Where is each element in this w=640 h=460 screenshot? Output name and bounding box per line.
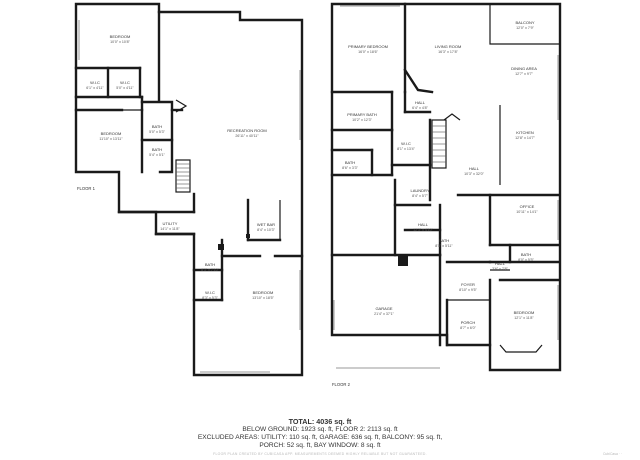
room-name-bath-6: BATH bbox=[521, 252, 531, 257]
room-name-bedroom-4: BEDROOM bbox=[514, 310, 535, 315]
room-dims-kitchen: 12'8" x 14'7" bbox=[515, 136, 535, 140]
room-dims-balcony: 12'0" x 7'9" bbox=[516, 26, 534, 30]
room-name-garage: GARAGE bbox=[375, 306, 392, 311]
room-name-kitchen: KITCHEN bbox=[516, 130, 534, 135]
room-name-wet-bar: WET BAR bbox=[257, 222, 275, 227]
room-name-wic-1: W.I.C bbox=[90, 80, 100, 85]
room-name-bedroom-2: BEDROOM bbox=[101, 131, 122, 136]
room-dims-hall-2: 10'3" x 32'0" bbox=[464, 172, 484, 176]
room-name-bath-5: BATH bbox=[439, 238, 449, 243]
room-dims-bath-1: 5'0" x 5'3" bbox=[149, 130, 165, 134]
room-dims-bath-4: 8'6" x 3'3" bbox=[342, 166, 358, 170]
room-dims-wet-bar: 8'4" x 10'3" bbox=[257, 228, 275, 232]
room-dims-bath-3: 8'3" x 7'10" bbox=[201, 268, 219, 272]
room-name-hall-4: HALL bbox=[495, 261, 506, 266]
room-dims-office: 10'11" x 14'1" bbox=[516, 210, 538, 214]
room-dims-primary-bath: 10'2" x 12'3" bbox=[352, 118, 372, 122]
room-name-primary-bedroom: PRIMARY BEDROOM bbox=[348, 44, 388, 49]
floor-2-plan: FLOOR 2 bbox=[330, 2, 562, 387]
room-dims-wic-4: 8'1" x 13'4" bbox=[397, 147, 415, 151]
room-dims-hall-1: 6'4" x 4'8" bbox=[412, 106, 428, 110]
room-name-bedroom-1: BEDROOM bbox=[110, 34, 131, 39]
room-dims-primary-bedroom: 16'0" x 18'6" bbox=[358, 50, 378, 54]
floor-1-label: FLOOR 1 bbox=[77, 186, 96, 191]
room-name-dining-area: DINING AREA bbox=[511, 66, 537, 71]
room-name-hall-3: HALL bbox=[418, 222, 429, 227]
room-dims-living-room: 16'3" x 17'8" bbox=[438, 50, 458, 54]
room-dims-bedroom-4: 12'1" x 11'8" bbox=[514, 316, 534, 320]
room-name-hall-1: HALL bbox=[415, 100, 426, 105]
room-name-utility: UTILITY bbox=[163, 221, 178, 226]
room-dims-wic-3: 8'3" x 5'3" bbox=[202, 296, 218, 300]
room-name-wic-4: W.I.C bbox=[401, 141, 411, 146]
disclaimer-text: FLOOR PLAN CREATED BY CUBICASA APP. MEAS… bbox=[213, 452, 427, 456]
room-dims-wic-1: 6'1" x 4'11" bbox=[86, 86, 104, 90]
room-dims-bedroom-2: 11'10" x 13'11" bbox=[99, 137, 123, 141]
brand-mark: CubiCasa · · bbox=[602, 452, 622, 456]
room-name-hall-2: HALL bbox=[469, 166, 480, 171]
room-name-foyer: FOYER bbox=[461, 282, 475, 287]
room-name-bedroom-3: BEDROOM bbox=[253, 290, 274, 295]
room-dims-bedroom-1: 10'0" x 10'8" bbox=[110, 40, 130, 44]
room-dims-foyer: 8'10" x 9'5" bbox=[459, 288, 477, 292]
room-name-balcony: BALCONY bbox=[515, 20, 534, 25]
room-name-bath-1: BATH bbox=[152, 124, 162, 129]
room-dims-hall-3: 12'3" x 4'10" bbox=[413, 228, 433, 232]
room-dims-bath-5: 8'5" x 5'11" bbox=[435, 244, 453, 248]
room-dims-bath-6: 8'0" x 5'5" bbox=[518, 258, 534, 262]
room-dims-laundry: 8'4" x 5'7" bbox=[412, 194, 428, 198]
floor-2-label: FLOOR 2 bbox=[332, 382, 351, 387]
room-name-wic-3: W.I.C bbox=[205, 290, 215, 295]
room-dims-porch: 8'7" x 6'0" bbox=[460, 326, 476, 330]
total-area: TOTAL: 4036 sq. ft bbox=[288, 417, 352, 426]
room-name-wic-2: W.I.C bbox=[120, 80, 130, 85]
room-dims-dining-area: 12'7" x 9'7" bbox=[515, 72, 533, 76]
area-line-3: PORCH: 52 sq. ft, BAY WINDOW: 8 sq. ft bbox=[259, 442, 381, 449]
area-line-2: EXCLUDED AREAS: UTILITY: 110 sq. ft, GAR… bbox=[197, 434, 443, 441]
area-summary: TOTAL: 4036 sq. ft BELOW GROUND: 1923 sq… bbox=[0, 418, 640, 450]
room-dims-wic-2: 5'0" x 4'11" bbox=[116, 86, 134, 90]
room-dims-recreation: 26'11" x 40'11" bbox=[235, 134, 259, 138]
room-dims-hall-4: 3'6" x 7'8" bbox=[492, 267, 508, 271]
room-name-bath-4: BATH bbox=[345, 160, 355, 165]
room-name-recreation: RECREATION ROOM bbox=[227, 128, 266, 133]
room-name-porch: PORCH bbox=[461, 320, 476, 325]
area-line-1: BELOW GROUND: 1923 sq. ft, FLOOR 2: 2113… bbox=[242, 426, 398, 433]
room-dims-bath-2: 5'4" x 5'1" bbox=[149, 153, 165, 157]
room-dims-bedroom-3: 13'10" x 18'5" bbox=[252, 296, 274, 300]
room-name-primary-bath: PRIMARY BATH bbox=[347, 112, 377, 117]
room-name-living-room: LIVING ROOM bbox=[435, 44, 462, 49]
room-dims-utility: 14'1" x 11'8" bbox=[160, 227, 180, 231]
room-name-office: OFFICE bbox=[520, 204, 535, 209]
room-name-laundry: LAUNDRY bbox=[410, 188, 429, 193]
room-name-bath-2: BATH bbox=[152, 147, 162, 152]
room-name-bath-3: BATH bbox=[205, 262, 215, 267]
room-dims-garage: 21'4" x 37'1" bbox=[374, 312, 394, 316]
floor-1-plan: FLOOR 1 bbox=[74, 2, 304, 377]
